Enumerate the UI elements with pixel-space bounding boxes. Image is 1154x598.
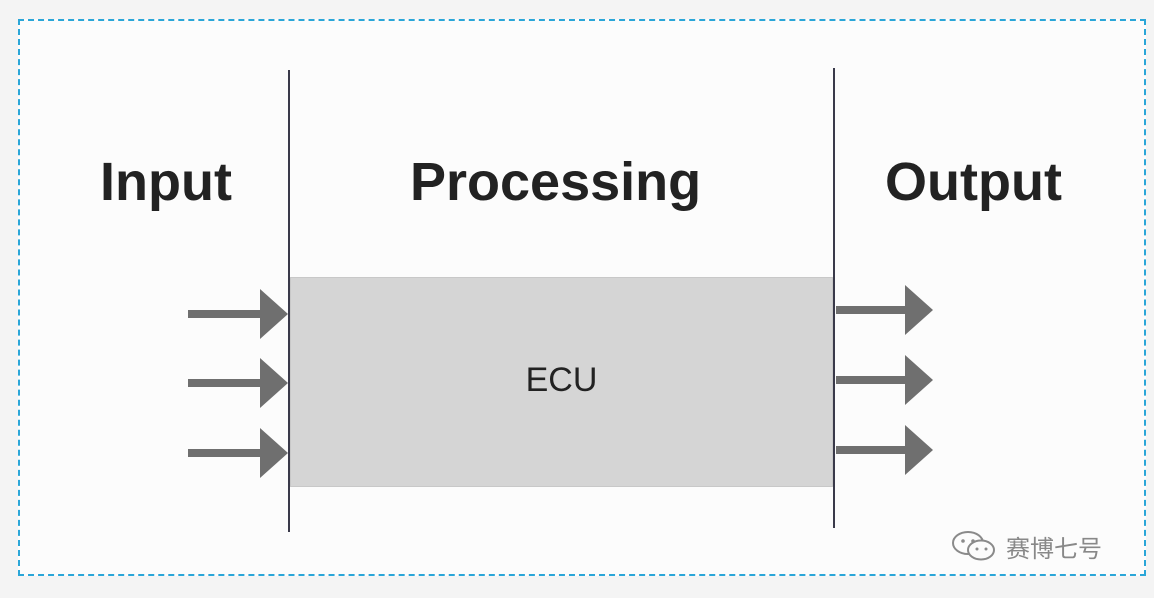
input-heading: Input — [100, 152, 232, 212]
ecu-box: ECU — [290, 277, 833, 487]
input-arrow — [188, 358, 288, 408]
output-arrow — [836, 355, 933, 405]
watermark-text: 赛博七号 — [1006, 534, 1102, 563]
input-arrow — [188, 428, 288, 478]
input-arrow — [188, 289, 288, 339]
output-arrow — [836, 285, 933, 335]
wechat-icon — [952, 531, 995, 561]
output-arrow — [836, 425, 933, 475]
arrows-layer — [188, 285, 933, 478]
processing-heading: Processing — [410, 152, 702, 212]
watermark: 赛博七号 — [948, 528, 1102, 564]
output-heading: Output — [885, 152, 1062, 212]
ecu-label: ECU — [525, 361, 598, 399]
